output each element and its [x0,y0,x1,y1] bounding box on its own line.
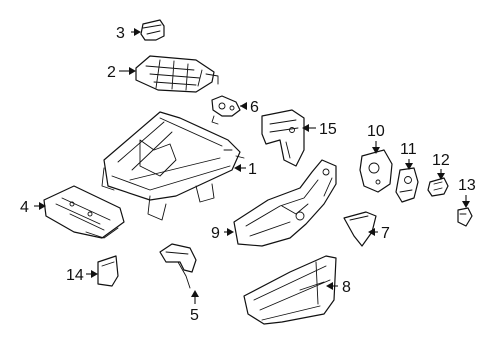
part-12-plug [427,177,449,197]
part-11-knob [395,167,419,203]
callout-13: 13 [458,177,476,194]
part-14-clip [97,255,119,287]
callout-8: 8 [342,279,351,296]
callout-1: 1 [248,161,257,178]
callout-2: 2 [107,64,116,81]
part-6-bracket [211,95,241,125]
callout-14: 14 [66,267,84,284]
part-15-side-panel [261,109,305,167]
callout-5: 5 [190,307,199,324]
callout-9: 9 [211,225,220,242]
part-5-bracket [159,243,197,289]
callout-12: 12 [432,152,450,169]
part-7-trim [343,211,377,247]
callout-4: 4 [20,199,29,216]
part-1-track-frame [101,111,245,221]
part-2-spring-mat [135,55,219,93]
leader-lines [34,28,470,304]
callout-10: 10 [367,123,385,140]
part-13-clip [457,207,473,227]
part-9-side-shield [233,159,337,247]
callout-15: 15 [319,121,337,138]
callout-3: 3 [116,25,125,42]
part-8-lower-trim [243,255,337,325]
callout-6: 6 [250,99,259,116]
callout-7: 7 [381,225,390,242]
part-4-lower-shield [43,185,125,239]
part-10-recliner-cover [359,149,393,193]
callout-11: 11 [400,141,417,158]
part-3-clip [140,19,165,41]
